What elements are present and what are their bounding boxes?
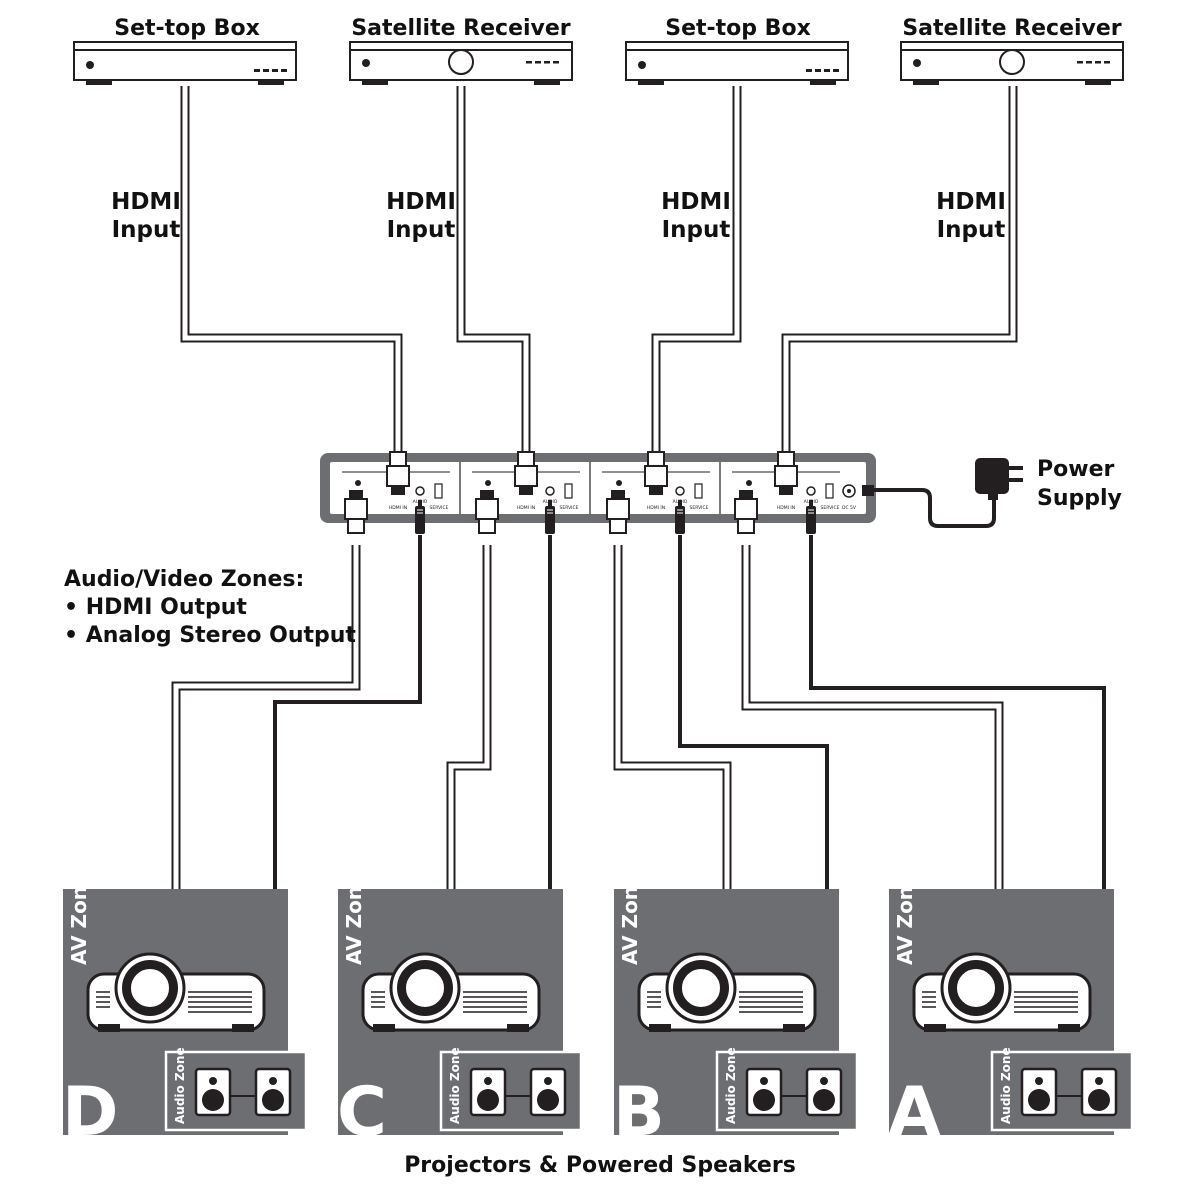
hdmi-cable bbox=[651, 86, 742, 455]
zone-letter: A bbox=[888, 1073, 941, 1152]
dc-power-port: DC 5V bbox=[842, 484, 857, 511]
av-zone-label: AV Zone bbox=[342, 872, 366, 965]
hdmi-input-label: HDMI Input bbox=[661, 189, 731, 243]
hdmi-switcher: HDMI IN AUDIO SERVICE HDMI IN AUDIO SERV… bbox=[320, 451, 876, 535]
hdmi-cable bbox=[613, 545, 732, 965]
port-label-hdmi-in: HDMI IN bbox=[647, 505, 665, 511]
hdmi-cable bbox=[741, 545, 1004, 965]
hdmi-input-line2: Input bbox=[387, 217, 456, 243]
speaker-icon bbox=[745, 1067, 783, 1117]
source-label: Satellite Receiver bbox=[902, 16, 1121, 41]
source-label: Set-top Box bbox=[114, 16, 260, 41]
power-supply: Power Supply bbox=[862, 457, 1122, 528]
hdmi-input-line1: HDMI bbox=[936, 189, 1006, 215]
zone-c: AV Zone Audio Zone C bbox=[337, 872, 583, 1152]
speaker-icon bbox=[805, 1067, 843, 1117]
zone-letter: B bbox=[613, 1073, 665, 1152]
zone-a: AV Zone Audio Zone A bbox=[888, 872, 1134, 1152]
audio-zone-label: Audio Zone bbox=[173, 1047, 187, 1124]
hdmi-input-label: HDMI Input bbox=[111, 189, 181, 243]
port-label-dc: DC 5V bbox=[842, 505, 857, 511]
zones-info-title: Audio/Video Zones: bbox=[64, 567, 304, 592]
hdmi-input-line2: Input bbox=[662, 217, 731, 243]
audio-zone-label: Audio Zone bbox=[999, 1047, 1013, 1124]
audio-zone-panel bbox=[164, 1050, 308, 1132]
hdmi-cable bbox=[456, 86, 531, 455]
speaker-icon bbox=[1020, 1067, 1058, 1117]
hdmi-input-line2: Input bbox=[937, 217, 1006, 243]
speaker-icon bbox=[469, 1067, 507, 1117]
zones-info-item: • HDMI Output bbox=[64, 595, 247, 620]
port-label-hdmi-in: HDMI IN bbox=[517, 505, 535, 511]
hdmi-input-label: HDMI Input bbox=[386, 189, 456, 243]
power-supply-label-line2: Supply bbox=[1037, 486, 1122, 511]
port-label-service: SERVICE bbox=[430, 505, 449, 511]
satellite-receiver-icon bbox=[900, 41, 1124, 86]
zones-info: Audio/Video Zones: • HDMI Output • Analo… bbox=[64, 567, 356, 648]
av-zone-label: AV Zone bbox=[67, 872, 91, 965]
hdmi-cable bbox=[180, 86, 403, 455]
hdmi-input-line1: HDMI bbox=[111, 189, 181, 215]
speaker-icon bbox=[194, 1067, 232, 1117]
hdmi-cable bbox=[781, 86, 1018, 455]
port-label-hdmi-in: HDMI IN bbox=[389, 505, 407, 511]
audio-zone-label: Audio Zone bbox=[448, 1047, 462, 1124]
set-top-box-icon bbox=[625, 41, 849, 86]
speaker-icon bbox=[1080, 1067, 1118, 1117]
speaker-icon bbox=[254, 1067, 292, 1117]
audio-zone-label: Audio Zone bbox=[724, 1047, 738, 1124]
port-label-service: SERVICE bbox=[821, 505, 840, 511]
hdmi-cable bbox=[171, 545, 361, 965]
audio-cable bbox=[809, 535, 1106, 1062]
power-cable bbox=[873, 488, 996, 528]
audio-zone-panel bbox=[439, 1050, 583, 1132]
switcher-panel bbox=[330, 462, 866, 514]
source-device: Satellite Receiver bbox=[349, 16, 573, 86]
hdmi-input-line2: Input bbox=[112, 217, 181, 243]
zone-d: AV Zone Audio Zone D bbox=[62, 872, 308, 1152]
switcher-dividers bbox=[459, 462, 721, 514]
source-device: Set-top Box bbox=[625, 16, 849, 86]
zone-b: AV Zone Audio Zone B bbox=[613, 872, 859, 1152]
footer-caption: Projectors & Powered Speakers bbox=[404, 1153, 796, 1178]
zone-letter: D bbox=[62, 1073, 118, 1152]
av-zone-label: AV Zone bbox=[618, 872, 642, 965]
port-label-service: SERVICE bbox=[690, 505, 709, 511]
av-zone-label: AV Zone bbox=[893, 872, 917, 965]
source-label: Satellite Receiver bbox=[351, 16, 570, 41]
output-cables bbox=[171, 535, 1106, 1062]
speaker-icon bbox=[529, 1067, 567, 1117]
hdmi-input-cables bbox=[180, 86, 1018, 455]
port-label-hdmi-in: HDMI IN bbox=[777, 505, 795, 511]
port-label-service: SERVICE bbox=[560, 505, 579, 511]
hdmi-input-line1: HDMI bbox=[661, 189, 731, 215]
zones-info-item: • Analog Stereo Output bbox=[64, 623, 356, 648]
hdmi-input-label: HDMI Input bbox=[936, 189, 1006, 243]
source-label: Set-top Box bbox=[665, 16, 811, 41]
power-supply-label-line1: Power bbox=[1037, 457, 1114, 482]
set-top-box-icon bbox=[73, 41, 297, 86]
audio-cable bbox=[273, 535, 422, 1062]
power-adapter-icon bbox=[975, 458, 1023, 500]
satellite-receiver-icon bbox=[349, 41, 573, 86]
hdmi-cable bbox=[446, 545, 492, 965]
zone-letter: C bbox=[337, 1073, 387, 1152]
hdmi-input-line1: HDMI bbox=[386, 189, 456, 215]
source-device: Set-top Box bbox=[73, 16, 297, 86]
source-device: Satellite Receiver bbox=[900, 16, 1124, 86]
